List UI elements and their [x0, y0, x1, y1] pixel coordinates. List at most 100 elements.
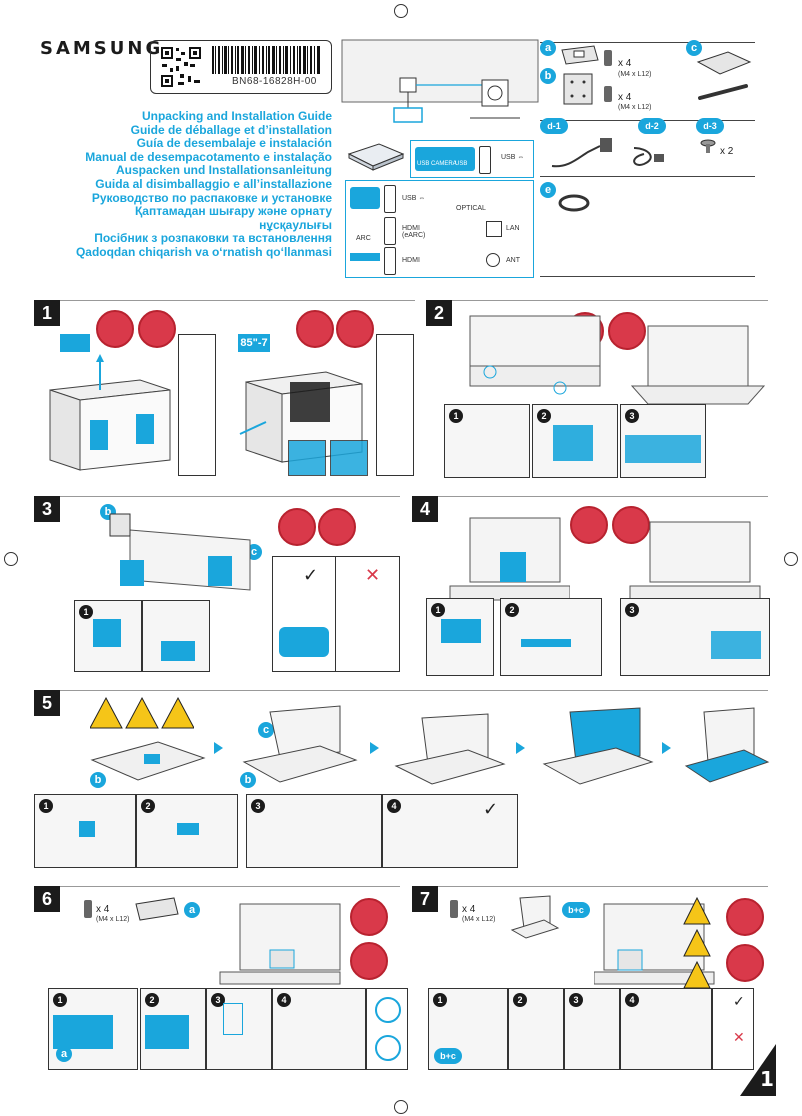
- tv-stand-mount-illustration: [594, 903, 715, 985]
- step-4-detail-3: 3: [620, 598, 770, 676]
- port-slot: [384, 247, 396, 275]
- parts-bottom-rule: [540, 276, 755, 277]
- step-2-number: 2: [426, 300, 452, 326]
- lan-port-icon: [486, 221, 502, 237]
- parts-top-rule: [540, 42, 755, 43]
- stand-bar-icon: [698, 84, 748, 100]
- top-ports-panel: USB CAMERA USB USB ⇔: [410, 140, 534, 178]
- detail-number-2: 2: [505, 603, 519, 617]
- title-de: Auspacken und Installationsanleitung: [115, 163, 332, 178]
- no-lift-icon: [726, 898, 764, 936]
- usb-highlight: [415, 147, 475, 171]
- part-b-spec: (M4 x L12): [618, 104, 652, 111]
- screw-hole-icon: [375, 997, 401, 1023]
- part-e-label: e: [540, 182, 556, 198]
- no-lift-icon: [278, 508, 316, 546]
- detail-number-4: 4: [277, 993, 291, 1007]
- part-a-label: a: [540, 40, 556, 56]
- stand-final-step-5-5: [684, 707, 770, 783]
- no-cut-icon: [318, 508, 356, 546]
- detail-highlight: [145, 1015, 189, 1049]
- rear-ports-panel: USB ⇔ OPTICAL ARC HDMI (eARC) LAN HDMI A…: [345, 180, 534, 278]
- unpack-box-illustration-left: [49, 354, 171, 471]
- step-5-number: 5: [34, 690, 60, 716]
- remote-cable-e-icon: [558, 194, 590, 212]
- no-lift-icon: [350, 898, 388, 936]
- page-turn-icon: 1: [740, 1044, 776, 1096]
- port-usb: USB: [455, 161, 468, 167]
- step-6-label-a-2: a: [56, 1046, 72, 1062]
- detail-highlight: [161, 641, 195, 661]
- step-7-qty: x 4: [462, 904, 476, 915]
- step-5-label-c: c: [258, 722, 274, 738]
- step-7-label-bc-2: b+c: [434, 1048, 462, 1064]
- step-5-rule: [60, 690, 768, 691]
- step-7-label-bc: b+c: [562, 902, 590, 918]
- title-fr: Guide de déballage et d’installation: [130, 122, 332, 137]
- detail-number-2: 2: [141, 799, 155, 813]
- step-4-detail-1: 1: [426, 598, 494, 676]
- arrow-right-icon: [214, 742, 223, 754]
- svg-text:1: 1: [760, 1067, 774, 1091]
- step-1-size-tag: 85"-7: [238, 334, 270, 352]
- part-a-qty: x 4: [618, 58, 632, 69]
- step-7-number: 7: [412, 886, 438, 912]
- step-5-label-b-2: b: [240, 772, 256, 788]
- tv-stand-attach-illustration: [109, 513, 251, 591]
- no-cut-icon: [612, 506, 650, 544]
- detail-number-2: 2: [537, 409, 551, 423]
- port-usb-right: USB ⇔: [402, 195, 426, 202]
- stand-neck-b-icon: [563, 73, 593, 105]
- step-5-label-b: b: [90, 772, 106, 788]
- samsung-logo: SAMSUNG: [40, 38, 164, 59]
- part-c-label: c: [686, 40, 702, 56]
- no-cut-icon: [608, 312, 646, 350]
- power-cable-icon: [551, 138, 664, 168]
- step-5-detail-1: 1: [34, 794, 136, 868]
- usb-port-icon: [350, 187, 380, 209]
- step-1-size-tag-blank: [60, 334, 90, 352]
- port-slot: [479, 146, 491, 174]
- step-6-screw-detail: [366, 988, 408, 1070]
- detail-number-1: 1: [53, 993, 67, 1007]
- title-uk: Посібник з розпаковки та встановлення: [94, 231, 332, 246]
- arrow-right-icon: [662, 742, 671, 754]
- stand-base-c-icon: [696, 51, 752, 75]
- step-6-detail-4: 4: [272, 988, 366, 1070]
- stand-neck-step-5-2: [242, 705, 358, 783]
- tv-rear-diagram: [341, 39, 539, 123]
- check-icon: ✓: [733, 993, 745, 1009]
- title-kk: Қаптамадан шығару және орнату нұсқаулығы: [134, 204, 332, 232]
- screw-d3-icon: [700, 139, 716, 153]
- part-a-spec: (M4 x L12): [618, 71, 652, 78]
- tv-in-box-illustration: [469, 315, 601, 395]
- step-6-detail-3: 3: [206, 988, 272, 1070]
- product-code: BN68-16828H-00: [232, 76, 317, 87]
- step-2-rule: [452, 300, 768, 301]
- wall-bracket-a-icon: [135, 897, 179, 921]
- caution-icons: [90, 696, 194, 729]
- detail-highlight: [53, 1015, 113, 1049]
- registration-mark-icon: [394, 1100, 408, 1114]
- step-2-detail-1: 1: [444, 404, 530, 478]
- step-7-rule: [438, 886, 768, 887]
- detail-highlight: [441, 619, 481, 643]
- tv-lift-illustration: [629, 521, 761, 601]
- detail-highlight: [711, 631, 761, 659]
- tv-wall-mount-illustration: [219, 903, 341, 985]
- box-removed-illustration: [630, 325, 766, 405]
- title-pt: Manual de desempacotamento e instalação: [85, 149, 332, 164]
- step-5-detail-3: 3: [246, 794, 382, 868]
- port-hdmi-earc: HDMI (eARC): [402, 225, 426, 239]
- screw-icon: [604, 50, 612, 66]
- step-1-number: 1: [34, 300, 60, 326]
- detail-number-2: 2: [145, 993, 159, 1007]
- panel-divider: [335, 557, 336, 671]
- part-d3-qty: x 2: [720, 146, 734, 157]
- antenna-port-icon: [486, 253, 500, 267]
- detail-number-3: 3: [251, 799, 265, 813]
- qr-code-icon: [160, 46, 202, 88]
- port-arc: ARC: [356, 235, 371, 242]
- port-hdmi: HDMI: [402, 257, 420, 264]
- no-press-icon: [350, 942, 388, 980]
